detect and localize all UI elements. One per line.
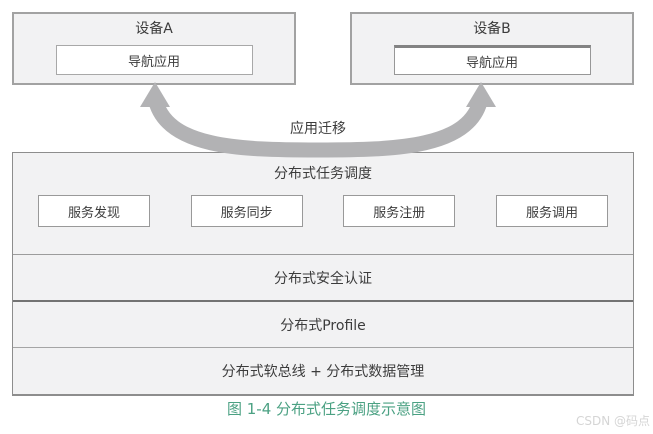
service-box-sync: 服务同步 [190, 195, 303, 227]
device-b-app-label: 导航应用 [465, 55, 518, 71]
migration-arrow-label: 应用迁移 [290, 121, 346, 137]
service-box-invocation: 服务调用 [495, 195, 608, 227]
service-row: 服务发现 服务同步 服务注册 服务调用 [13, 195, 633, 227]
figure-caption: 图 1-4 分布式任务调度示意图 [226, 400, 427, 418]
layer-profile: 分布式Profile [13, 300, 633, 347]
device-a-app-label: 导航应用 [127, 54, 180, 70]
service-box-registration: 服务注册 [343, 195, 456, 227]
device-a-box: 设备A 导航应用 [12, 12, 296, 85]
device-b-box: 设备B 导航应用 [350, 12, 634, 85]
layer-security: 分布式安全认证 [13, 254, 633, 300]
task-scheduling-title: 分布式任务调度 [274, 166, 372, 182]
device-b-app-box: 导航应用 [393, 45, 591, 75]
service-box-discovery: 服务发现 [38, 195, 150, 227]
device-a-label: 设备A [135, 21, 173, 37]
layer-task-scheduling: 分布式任务调度 服务发现 服务同步 服务注册 服务调用 [13, 163, 633, 254]
csdn-watermark: CSDN @码点 [575, 414, 650, 428]
distributed-stack: 分布式任务调度 服务发现 服务同步 服务注册 服务调用 分布式安全认证 分布式P… [12, 152, 634, 396]
layer-softbus-data: 分布式软总线 + 分布式数据管理 [13, 347, 633, 394]
device-b-label: 设备B [473, 21, 511, 37]
device-a-app-box: 导航应用 [55, 45, 253, 75]
